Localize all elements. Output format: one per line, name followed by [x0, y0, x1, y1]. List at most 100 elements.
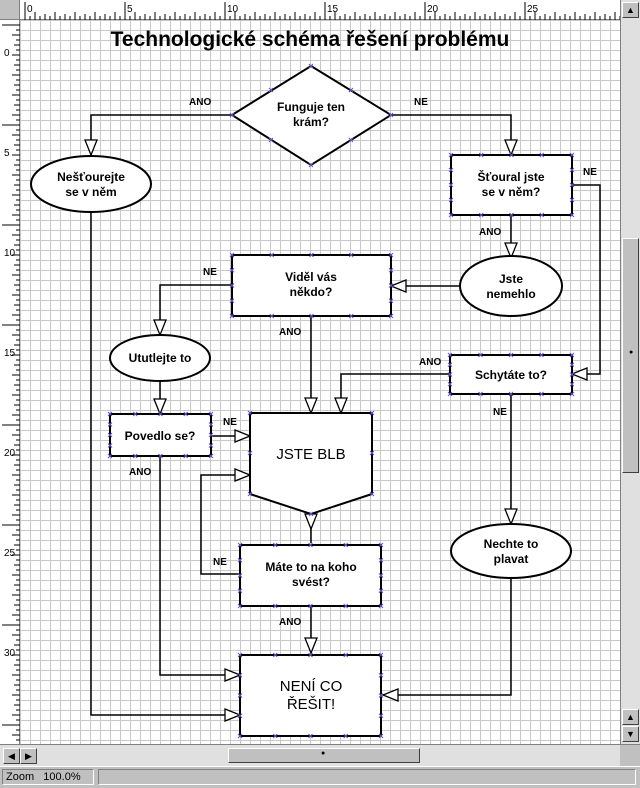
process-stoural[interactable] — [450, 154, 573, 216]
label-videl-1: Viděl vás — [285, 270, 337, 284]
label-jste-nemehlo-2: nemehlo — [486, 287, 535, 301]
connection-point — [508, 391, 514, 397]
label-ututlejte: Ututlejte to — [129, 351, 192, 365]
process-mate[interactable] — [239, 544, 382, 607]
connection-point — [348, 87, 354, 93]
connection-point — [268, 137, 274, 143]
connection-point — [237, 652, 243, 658]
label-nestourejte-2: se v něm — [65, 185, 116, 199]
edge-label-ne-povedlo: NE — [223, 417, 237, 428]
connection-point — [448, 152, 454, 158]
connection-point — [308, 162, 314, 168]
connection-point — [309, 313, 314, 319]
connection-point — [132, 411, 138, 417]
ruler-top-label: 15 — [327, 4, 339, 15]
ruler-corner — [0, 0, 20, 20]
connection-point — [388, 283, 394, 288]
connection-point — [378, 652, 384, 658]
connection-point — [208, 411, 214, 417]
zoom-value: 100.0% — [43, 771, 81, 783]
connection-point — [229, 252, 235, 258]
connection-point — [208, 443, 214, 448]
connection-point — [272, 542, 278, 548]
connection-point — [569, 362, 575, 368]
label-nechte-2: plavat — [494, 552, 529, 566]
connection-point — [229, 313, 235, 319]
connection-point — [448, 167, 454, 173]
label-jste-nemehlo-1: Jste — [499, 272, 523, 286]
connection-point — [272, 603, 278, 609]
connection-point — [272, 733, 278, 739]
label-mate-2: svést? — [292, 575, 330, 589]
connection-point — [388, 267, 394, 273]
connection-point — [343, 603, 349, 609]
connection-point — [369, 450, 375, 456]
scroll-up-arrow-button[interactable]: ▲ — [622, 709, 639, 725]
scroll-up-button[interactable]: ▲ — [622, 2, 639, 18]
connection-point — [107, 443, 113, 448]
connection-point — [348, 137, 354, 143]
process-povedlo[interactable] — [109, 413, 212, 457]
vertical-scrollbar[interactable]: ▲ ● ▲ ▼ — [620, 0, 640, 744]
connection-point — [269, 252, 275, 258]
scroll-right-button[interactable]: ▶ — [20, 748, 37, 764]
connection-point — [237, 542, 243, 548]
edge-label-ano-videl: ANO — [279, 327, 301, 338]
terminal-nestourejte[interactable] — [30, 155, 152, 213]
drawing-canvas[interactable]: Technologické schéma řešení problému — [20, 20, 620, 744]
ruler-left-label: 5 — [4, 148, 10, 159]
edge-label-ano-povedlo: ANO — [129, 467, 151, 478]
edge-labels: ANO NE NE ANO NE ANO ANO NE NE ANO NE AN… — [129, 97, 597, 628]
offpage-jste-blb[interactable] — [249, 412, 373, 516]
connection-points — [107, 63, 575, 739]
connection-point — [269, 313, 275, 319]
process-videl[interactable] — [231, 254, 392, 317]
ruler-left-label: 0 — [4, 48, 10, 59]
terminal-nechte[interactable] — [450, 523, 572, 579]
connection-point — [183, 411, 189, 417]
connection-point — [478, 152, 484, 158]
connection-point — [509, 212, 514, 218]
label-stoural-2: se v něm? — [482, 185, 541, 199]
connection-point — [308, 511, 314, 517]
connection-point — [107, 432, 113, 438]
ruler-top-label: 20 — [427, 4, 439, 15]
connection-point — [309, 252, 314, 258]
scroll-down-button[interactable]: ▼ — [622, 726, 639, 742]
connection-point — [378, 542, 384, 548]
connection-point — [369, 491, 375, 497]
connection-point — [447, 352, 453, 358]
diagram-title: Technologické schéma řešení problému — [111, 28, 510, 51]
ruler-top-label: 5 — [127, 4, 133, 15]
terminal-ututlejte[interactable] — [109, 334, 211, 382]
terminal-jste-nemehlo[interactable] — [459, 255, 563, 317]
connection-point — [448, 197, 454, 203]
connection-point — [539, 212, 545, 218]
connection-point — [539, 352, 544, 358]
label-mate-1: Máte to na koho — [265, 560, 356, 574]
connection-point — [388, 313, 394, 319]
connection-point — [478, 391, 483, 397]
connection-point — [378, 603, 384, 609]
connection-point — [569, 372, 575, 377]
edge-label-ne-schytate: NE — [493, 407, 507, 418]
connection-point — [378, 713, 384, 719]
horizontal-scroll-thumb[interactable]: ● — [228, 748, 420, 763]
status-bar: Zoom 100.0% — [0, 766, 640, 788]
ruler-top-label: 0 — [27, 4, 33, 15]
connection-point — [229, 112, 235, 118]
connection-point — [569, 167, 575, 173]
status-message-area — [98, 769, 636, 785]
horizontal-scrollbar[interactable]: ◀ ▶ ● — [0, 744, 640, 767]
edge-label-ne-mate: NE — [213, 557, 227, 568]
zoom-field[interactable]: Zoom 100.0% — [2, 769, 94, 785]
zoom-label: Zoom — [6, 771, 35, 783]
connection-point — [369, 410, 375, 416]
connection-point — [343, 542, 349, 548]
connection-point — [378, 693, 384, 698]
vertical-scroll-thumb[interactable]: ● — [622, 238, 639, 473]
label-nechte-1: Nechte to — [484, 537, 539, 551]
connection-point — [237, 603, 243, 609]
scroll-left-button[interactable]: ◀ — [3, 748, 20, 764]
